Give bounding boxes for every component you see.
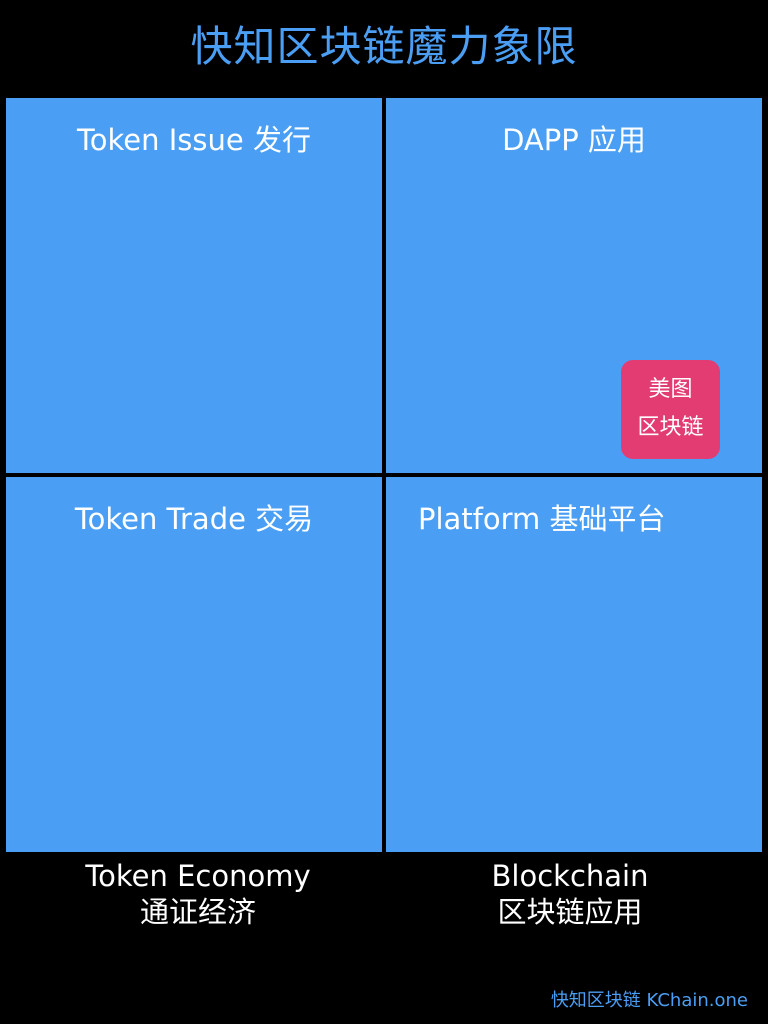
axis-label-token-economy: Token Economy 通证经济: [6, 858, 390, 930]
quadrant-label-dapp: DAPP 应用: [502, 123, 646, 157]
quadrant-platform: Platform 基础平台: [386, 477, 762, 852]
axis-label-blockchain: Blockchain 区块链应用: [378, 858, 762, 930]
badge-line-1: 美图: [648, 377, 693, 402]
quadrant-token-trade: Token Trade 交易: [6, 477, 382, 852]
watermark: 快知区块链 KChain.one: [550, 990, 748, 1011]
badge-line-2: 区块链: [637, 415, 704, 440]
quadrant-dapp: DAPP 应用 美图 区块链: [386, 98, 762, 473]
badge-meitu-blockchain: 美图 区块链: [621, 360, 720, 459]
quadrant-token-issue: Token Issue 发行: [6, 98, 382, 473]
axis-label-left-line-2: 通证经济: [139, 895, 256, 929]
axis-label-right-line-2: 区块链应用: [497, 895, 643, 929]
axis-label-right-line-1: Blockchain: [491, 859, 649, 893]
quadrant-label-token-issue: Token Issue 发行: [77, 123, 311, 157]
quadrant-label-token-trade: Token Trade 交易: [74, 502, 314, 536]
axis-label-left-line-1: Token Economy: [85, 859, 311, 893]
page-title: 快知区块链魔力象限: [190, 22, 578, 71]
quadrant-label-platform: Platform 基础平台: [418, 502, 666, 536]
